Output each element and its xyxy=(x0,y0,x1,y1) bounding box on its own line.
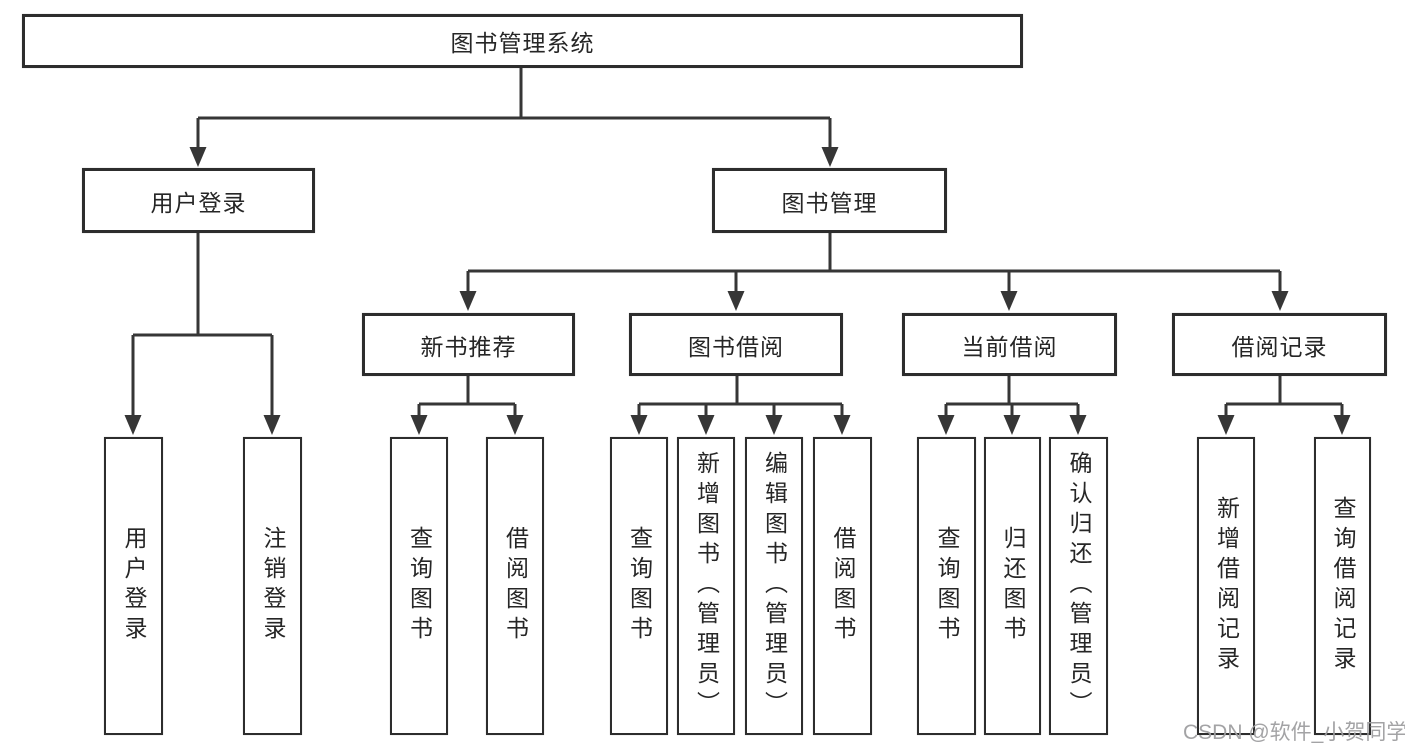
leaf-borrow-borrow-book: 借阅图书 xyxy=(813,437,872,735)
leaf-user-login: 用户登录 xyxy=(104,437,163,735)
leaf-current-return-book: 归还图书 xyxy=(984,437,1041,735)
leaf-borrow-query-book: 查询图书 xyxy=(610,437,668,735)
node-root: 图书管理系统 xyxy=(22,14,1023,68)
node-root-label: 图书管理系统 xyxy=(450,30,595,56)
leaf-borrow-query-book-label: 查询图书 xyxy=(626,526,653,646)
node-book-management: 图书管理 xyxy=(712,168,947,233)
leaf-current-query-book-label: 查询图书 xyxy=(934,526,960,646)
node-book-borrow-label: 图书借阅 xyxy=(688,333,784,360)
node-book-management-label: 图书管理 xyxy=(781,189,878,216)
leaf-current-confirm-return-admin-label: 确认归还（管理员） xyxy=(1066,451,1092,721)
node-book-borrow: 图书借阅 xyxy=(629,313,843,376)
leaf-logout-label: 注销登录 xyxy=(260,526,286,646)
leaf-record-query-borrow-record: 查询借阅记录 xyxy=(1314,437,1371,735)
arrowheads xyxy=(124,147,1351,435)
leaf-current-confirm-return-admin: 确认归还（管理员） xyxy=(1049,437,1108,735)
leaf-borrow-borrow-book-label: 借阅图书 xyxy=(830,526,856,646)
node-new-book-recommend: 新书推荐 xyxy=(362,313,575,376)
node-borrow-record: 借阅记录 xyxy=(1172,313,1387,376)
node-new-book-recommend-label: 新书推荐 xyxy=(420,333,517,360)
leaf-current-query-book: 查询图书 xyxy=(917,437,976,735)
leaf-rec-query-book-label: 查询图书 xyxy=(406,526,433,646)
node-user-login: 用户登录 xyxy=(82,168,315,233)
leaf-borrow-edit-book-admin-label: 编辑图书（管理员） xyxy=(761,451,788,721)
node-current-borrow: 当前借阅 xyxy=(902,313,1117,376)
leaf-current-return-book-label: 归还图书 xyxy=(1000,526,1026,646)
leaf-logout: 注销登录 xyxy=(243,437,302,735)
csdn-watermark: CSDN @软件_小贺同学 xyxy=(1183,721,1405,744)
node-current-borrow-label: 当前借阅 xyxy=(961,333,1058,360)
leaf-user-login-label: 用户登录 xyxy=(121,526,147,646)
leaf-borrow-edit-book-admin: 编辑图书（管理员） xyxy=(745,437,803,735)
leaf-record-add-borrow-record-label: 新增借阅记录 xyxy=(1213,496,1240,676)
leaf-record-add-borrow-record: 新增借阅记录 xyxy=(1197,437,1255,735)
node-user-login-label: 用户登录 xyxy=(150,189,247,216)
leaf-borrow-add-book-admin-label: 新增图书（管理员） xyxy=(693,451,720,721)
leaf-rec-borrow-book-label: 借阅图书 xyxy=(502,526,529,646)
node-borrow-record-label: 借阅记录 xyxy=(1231,333,1328,360)
leaf-record-query-borrow-record-label: 查询借阅记录 xyxy=(1330,496,1356,676)
leaf-rec-borrow-book: 借阅图书 xyxy=(486,437,544,735)
leaf-borrow-add-book-admin: 新增图书（管理员） xyxy=(677,437,735,735)
leaf-rec-query-book: 查询图书 xyxy=(390,437,448,735)
